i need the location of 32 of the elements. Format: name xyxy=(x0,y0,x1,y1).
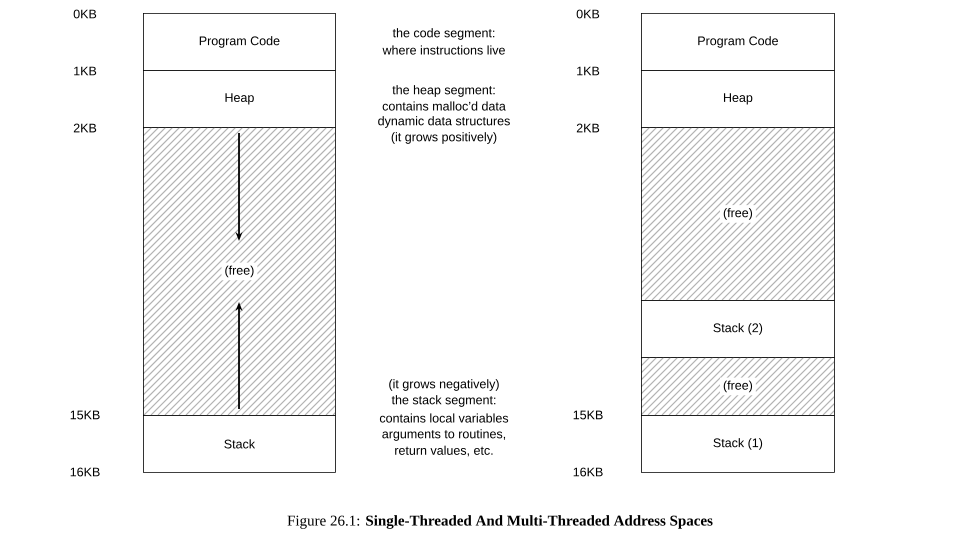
annotation-text: return values, etc. xyxy=(395,446,493,456)
address-label: 15KB xyxy=(574,410,603,420)
memory-segment: Heap xyxy=(143,70,336,128)
annotation-text: (it grows negatively) xyxy=(389,379,499,391)
memory-segment: Program Code xyxy=(143,13,336,71)
annotation-text: the code segment: xyxy=(392,28,494,40)
address-label: 2KB xyxy=(576,124,600,132)
annotation-text: dynamic data structures xyxy=(378,116,510,128)
address-label: 0KB xyxy=(576,10,600,18)
address-label: 2KB xyxy=(74,124,96,132)
annotation-text: contains local variables xyxy=(380,413,508,423)
annotation-text: the heap segment: xyxy=(392,85,495,97)
address-label: 0KB xyxy=(74,10,96,18)
annotation-text: where instructions live xyxy=(382,45,505,55)
annotation-text: the stack segment: xyxy=(392,395,496,407)
annotation-text: (it grows positively) xyxy=(392,132,496,144)
address-label: 16KB xyxy=(70,468,100,476)
annotation-text: contains malloc’d data xyxy=(382,101,506,111)
address-label: 1KB xyxy=(577,66,600,76)
address-label: 16KB xyxy=(574,468,603,476)
address-label: 15KB xyxy=(70,410,100,420)
free-space-region: (free) xyxy=(641,357,835,416)
memory-segment: Stack (2) xyxy=(641,300,835,358)
free-space-region: (free) xyxy=(143,127,336,416)
free-space-region: (free) xyxy=(641,127,835,301)
address-label: 1KB xyxy=(74,66,96,76)
memory-segment: Stack xyxy=(143,415,336,473)
memory-segment: Program Code xyxy=(641,13,835,71)
memory-segment: Heap xyxy=(641,70,835,128)
figure-caption: Figure 26.1: Single-Threaded And Multi-Threaded Address Spaces xyxy=(288,515,713,529)
memory-segment: Stack (1) xyxy=(641,415,835,473)
annotation-text: arguments to routines, xyxy=(382,429,506,441)
